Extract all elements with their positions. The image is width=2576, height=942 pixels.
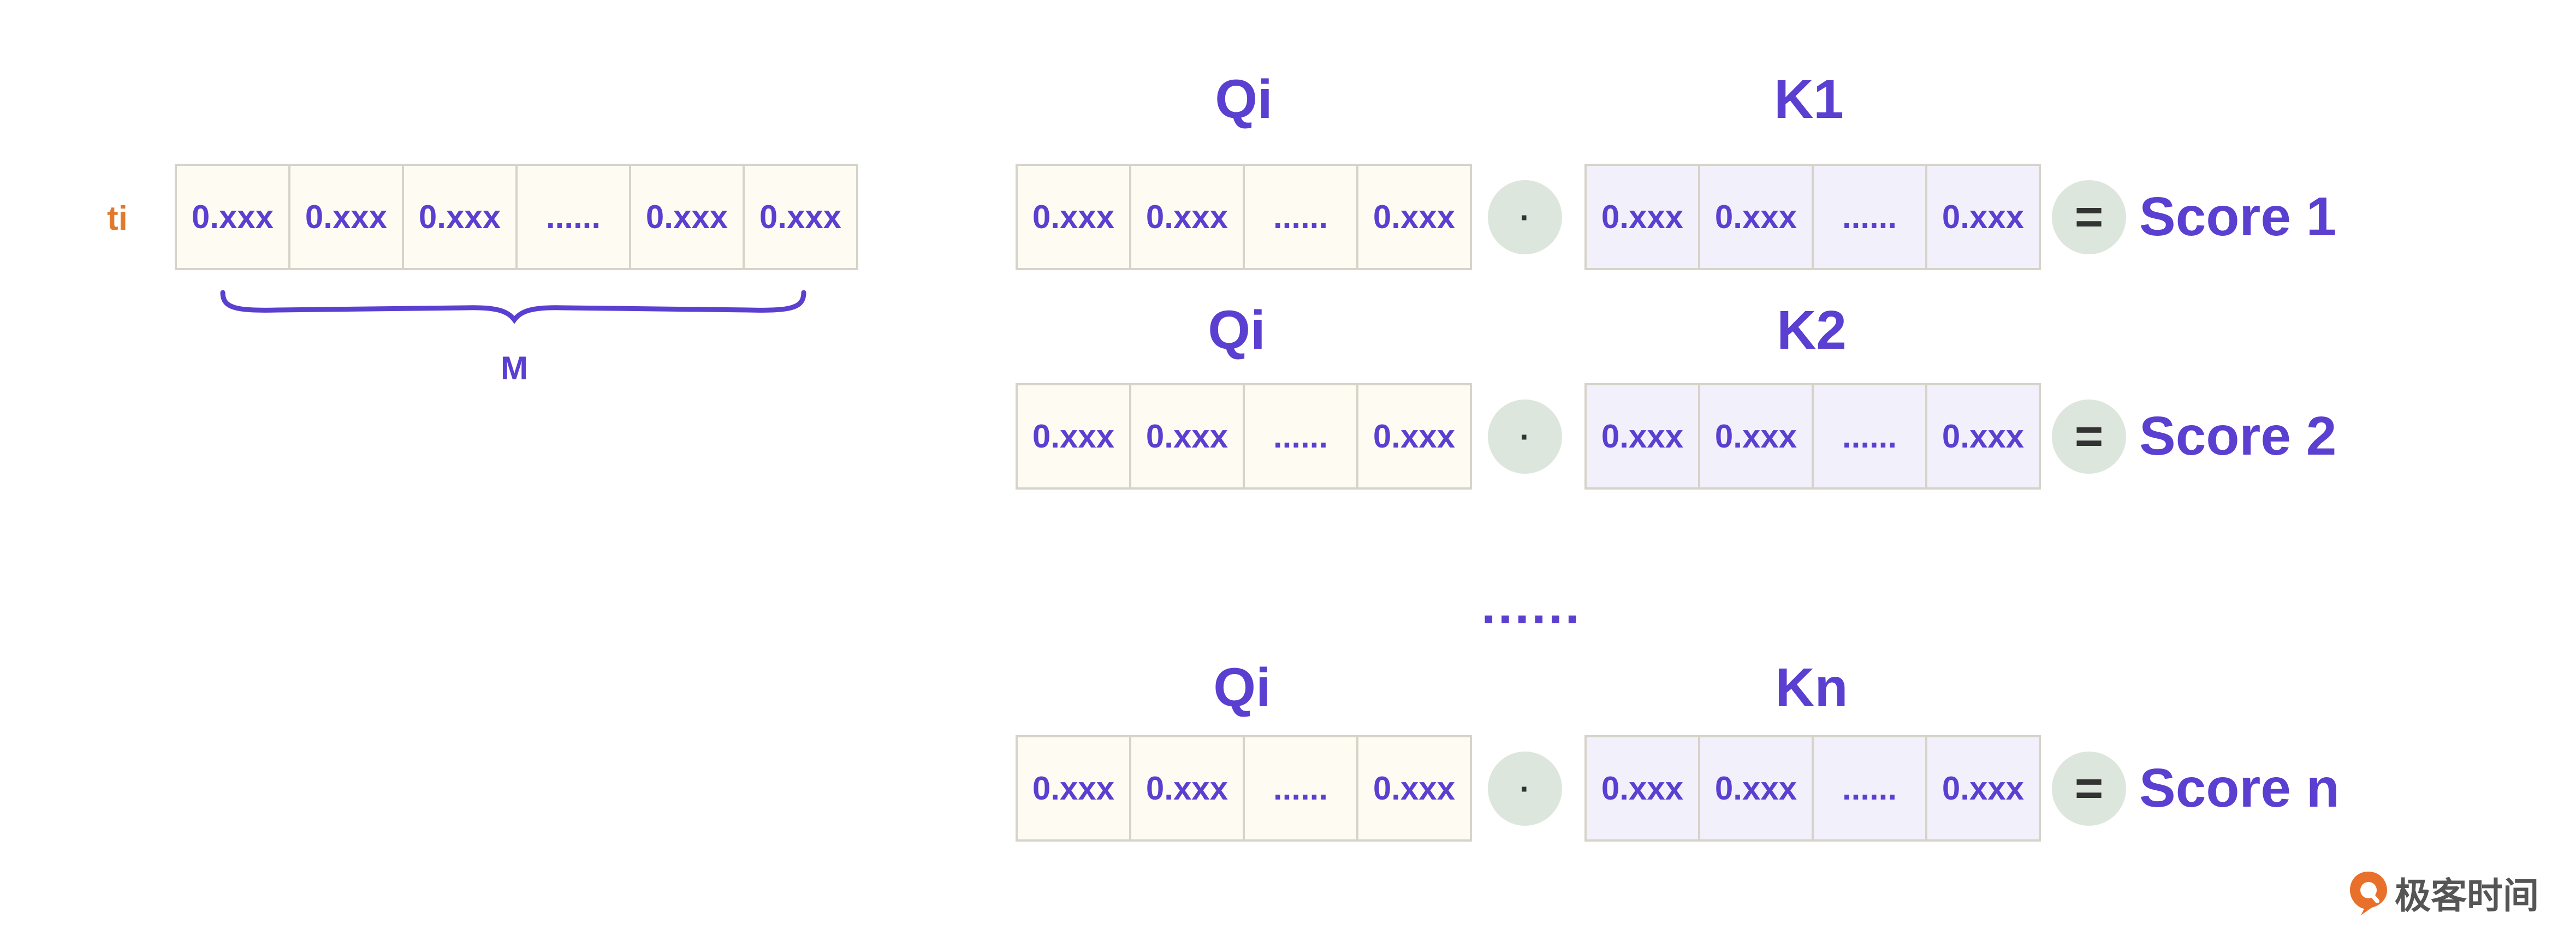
key-cell: ...... <box>1812 383 1927 490</box>
key-label: K2 <box>1777 300 1847 361</box>
key-cell: 0.xxx <box>1925 735 2041 842</box>
query-vector: 0.xxx 0.xxx ...... 0.xxx <box>1016 383 1472 490</box>
dot-product-icon: · <box>1488 180 1562 254</box>
key-cell: 0.xxx <box>1584 164 1700 270</box>
equals-icon: = <box>2052 180 2126 254</box>
query-label: Qi <box>1208 300 1266 361</box>
query-cell: 0.xxx <box>1016 735 1131 842</box>
key-vector: 0.xxx 0.xxx ...... 0.xxx <box>1584 735 2041 842</box>
equals-icon: = <box>2052 752 2126 826</box>
dot-product-icon: · <box>1488 752 1562 826</box>
geektime-logo-icon <box>2350 872 2387 915</box>
key-cell: 0.xxx <box>1925 164 2041 270</box>
token-cell: 0.xxx <box>288 164 404 270</box>
query-cell: 0.xxx <box>1129 164 1245 270</box>
token-cell: 0.xxx <box>743 164 858 270</box>
key-vector: 0.xxx 0.xxx ...... 0.xxx <box>1584 383 2041 490</box>
token-label: ti <box>107 200 128 237</box>
equals-icon: = <box>2052 400 2126 474</box>
key-cell: 0.xxx <box>1925 383 2041 490</box>
query-label: Qi <box>1213 657 1271 718</box>
key-vector: 0.xxx 0.xxx ...... 0.xxx <box>1584 164 2041 270</box>
query-cell: 0.xxx <box>1356 383 1472 490</box>
query-cell: ...... <box>1243 164 1358 270</box>
score-label: Score 2 <box>2139 406 2337 467</box>
rows-ellipsis: ...... <box>1481 576 1582 635</box>
key-label: Kn <box>1775 657 1848 718</box>
token-cell: ...... <box>515 164 631 270</box>
query-cell: ...... <box>1243 735 1358 842</box>
curly-brace <box>220 290 806 324</box>
query-vector: 0.xxx 0.xxx ...... 0.xxx <box>1016 164 1472 270</box>
query-cell: 0.xxx <box>1016 164 1131 270</box>
geektime-logo: 极客时间 <box>2348 867 2539 919</box>
brace-label: M <box>501 350 528 386</box>
query-cell: 0.xxx <box>1129 383 1245 490</box>
token-cell: 0.xxx <box>402 164 518 270</box>
query-vector: 0.xxx 0.xxx ...... 0.xxx <box>1016 735 1472 842</box>
key-cell: ...... <box>1812 735 1927 842</box>
key-label: K1 <box>1774 69 1844 130</box>
score-label: Score n <box>2139 758 2340 819</box>
query-cell: 0.xxx <box>1016 383 1131 490</box>
dot-product-icon: · <box>1488 400 1562 474</box>
key-cell: 0.xxx <box>1698 735 1814 842</box>
key-cell: 0.xxx <box>1698 164 1814 270</box>
token-vector: 0.xxx 0.xxx 0.xxx ...... 0.xxx 0.xxx <box>175 164 858 270</box>
key-cell: 0.xxx <box>1584 383 1700 490</box>
token-cell: 0.xxx <box>175 164 290 270</box>
query-cell: 0.xxx <box>1129 735 1245 842</box>
query-cell: ...... <box>1243 383 1358 490</box>
key-cell: ...... <box>1812 164 1927 270</box>
key-cell: 0.xxx <box>1584 735 1700 842</box>
token-cell: 0.xxx <box>629 164 745 270</box>
query-cell: 0.xxx <box>1356 735 1472 842</box>
logo-text: 极客时间 <box>2395 875 2539 916</box>
key-cell: 0.xxx <box>1698 383 1814 490</box>
score-label: Score 1 <box>2139 186 2337 247</box>
query-cell: 0.xxx <box>1356 164 1472 270</box>
query-label: Qi <box>1215 69 1273 130</box>
